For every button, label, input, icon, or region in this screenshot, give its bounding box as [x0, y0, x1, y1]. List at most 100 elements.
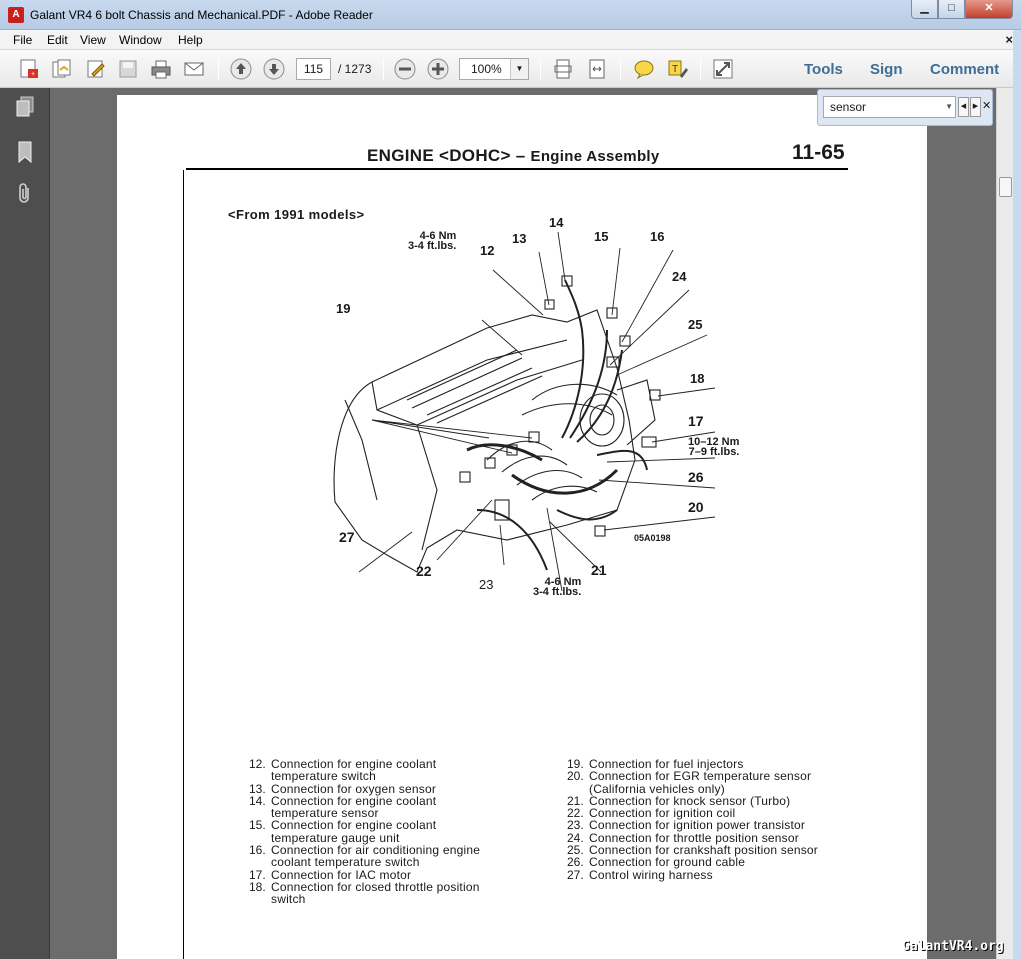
menu-file[interactable]: File	[13, 33, 33, 47]
menu-bar: File Edit View Window Help ×	[0, 30, 1021, 50]
fullscreen-icon[interactable]	[711, 57, 735, 81]
email-icon[interactable]	[182, 57, 206, 81]
menu-window[interactable]: Window	[119, 33, 162, 47]
engine-diagram	[333, 231, 716, 592]
section-subtitle: Engine Assembly	[530, 148, 660, 165]
menu-view[interactable]: View	[80, 33, 106, 47]
menu-help[interactable]: Help	[178, 33, 203, 47]
maximize-button[interactable]: □	[938, 0, 965, 19]
legend-right: 19.Connection for fuel injectors 20.Conn…	[567, 758, 837, 881]
callout-number: 17	[688, 413, 704, 429]
callout-number: 24	[672, 269, 687, 284]
find-next-button[interactable]: ▶	[970, 97, 981, 117]
document-area[interactable]: ENGINE <DOHC> – Engine Assembly 11-65 <F…	[50, 88, 996, 959]
minimize-button[interactable]: ▁	[911, 0, 938, 19]
toolbar: + 115 / 1273 100% ▼ T	[0, 50, 1021, 88]
title-bar: A Galant VR4 6 bolt Chassis and Mechanic…	[0, 0, 1021, 30]
legend-item: 14.Connection for engine coolant tempera…	[249, 793, 437, 821]
callout-number: 26	[688, 469, 704, 485]
callout-number: 18	[690, 371, 705, 386]
models-note: <From 1991 models>	[228, 207, 365, 222]
chevron-down-icon[interactable]: ▼	[945, 102, 953, 111]
fit-width-icon[interactable]	[585, 57, 609, 81]
callout-number: 20	[688, 499, 704, 515]
menu-edit[interactable]: Edit	[47, 33, 68, 47]
legend-item: 17.Connection for IAC motor	[249, 867, 412, 882]
legend-item: 15.Connection for engine coolant tempera…	[249, 818, 437, 845]
sign-link[interactable]: Sign	[870, 61, 903, 78]
find-close-icon[interactable]: ✕	[982, 100, 992, 112]
combine-icon[interactable]	[50, 57, 74, 81]
header-rule	[186, 168, 848, 170]
legend-item: 27.Control wiring harness	[567, 867, 713, 882]
legend-left: 12.Connection for engine coolant tempera…	[249, 758, 499, 906]
vertical-scrollbar[interactable]	[996, 88, 1013, 959]
legend-item: 16.Connection for air conditioning engin…	[249, 843, 481, 870]
find-input[interactable]: sensor ▼	[823, 96, 956, 118]
navigation-panel	[0, 88, 50, 959]
find-query: sensor	[830, 100, 867, 114]
find-previous-button[interactable]: ◀	[958, 97, 969, 117]
legend-item: 12.Connection for engine coolant tempera…	[249, 757, 437, 784]
pdf-page: ENGINE <DOHC> – Engine Assembly 11-65 <F…	[117, 95, 927, 959]
comment-icon[interactable]	[632, 57, 656, 81]
diagram-code: 05A0198	[634, 533, 671, 543]
svg-text:+: +	[31, 71, 35, 78]
tools-link[interactable]: Tools	[804, 61, 843, 78]
margin-rule	[183, 170, 184, 959]
callout-number: 22	[416, 563, 432, 579]
legend-item: 22.Connection for ignition coil	[567, 806, 736, 821]
legend-item: 26.Connection for ground cable	[567, 855, 746, 870]
zoom-in-icon[interactable]	[426, 57, 450, 81]
zoom-value: 100%	[471, 62, 502, 76]
page-number-input[interactable]: 115	[296, 58, 331, 80]
callout-number: 12	[480, 243, 495, 258]
pdf-icon: A	[8, 7, 24, 23]
callout-number: 27	[339, 529, 355, 545]
page-number-label: 11-65	[792, 141, 845, 164]
section-title: ENGINE <DOHC> – Engine Assembly	[367, 146, 660, 165]
legend-item: 25.Connection for crankshaft position se…	[567, 843, 818, 858]
window-border	[1013, 30, 1021, 959]
legend-item: 13.Connection for oxygen sensor	[249, 781, 437, 796]
print-icon[interactable]	[149, 57, 173, 81]
legend-item: 23.Connection for ignition power transis…	[567, 818, 806, 833]
previous-page-icon[interactable]	[229, 57, 253, 81]
find-bar: sensor ▼ ◀ ▶ ✕	[817, 89, 993, 126]
legend-item: 19.Connection for fuel injectors	[567, 757, 744, 771]
callout-number: 13	[512, 231, 527, 246]
chevron-down-icon[interactable]: ▼	[510, 59, 528, 79]
callout-number: 19	[336, 301, 351, 316]
next-page-icon[interactable]	[262, 57, 286, 81]
fit-page-icon[interactable]	[551, 57, 575, 81]
window-title: Galant VR4 6 bolt Chassis and Mechanical…	[30, 8, 373, 22]
close-button[interactable]: ✕	[965, 0, 1013, 19]
save-icon[interactable]	[116, 57, 140, 81]
page-total: / 1273	[338, 62, 372, 76]
legend-item: 24.Connection for throttle position sens…	[567, 830, 799, 845]
edit-icon[interactable]	[84, 57, 108, 81]
bookmark-icon[interactable]	[15, 140, 35, 164]
highlight-icon[interactable]: T	[665, 57, 689, 81]
watermark: GalantVR4.org	[902, 939, 1004, 954]
legend-item: 18.Connection for closed throttle positi…	[249, 879, 480, 907]
scrollbar-thumb[interactable]	[999, 177, 1012, 197]
callout-number: 23	[479, 577, 494, 592]
close-document-button[interactable]: ×	[1005, 32, 1013, 47]
attachment-icon[interactable]	[15, 182, 35, 206]
callout-number: 14	[549, 215, 564, 230]
callout-number: 15	[594, 229, 609, 244]
comment-link[interactable]: Comment	[930, 61, 1000, 78]
legend-item: 20.Connection for EGR temperature sensor…	[567, 769, 812, 796]
create-pdf-icon[interactable]: +	[17, 57, 41, 81]
zoom-select[interactable]: 100% ▼	[459, 58, 529, 80]
zoom-out-icon[interactable]	[393, 57, 417, 81]
callout-number: 25	[688, 317, 703, 332]
callout-number: 21	[591, 562, 607, 578]
callout-number: 16	[650, 229, 665, 244]
pages-icon[interactable]	[15, 96, 35, 120]
legend-item: 21.Connection for knock sensor (Turbo)	[567, 793, 791, 808]
